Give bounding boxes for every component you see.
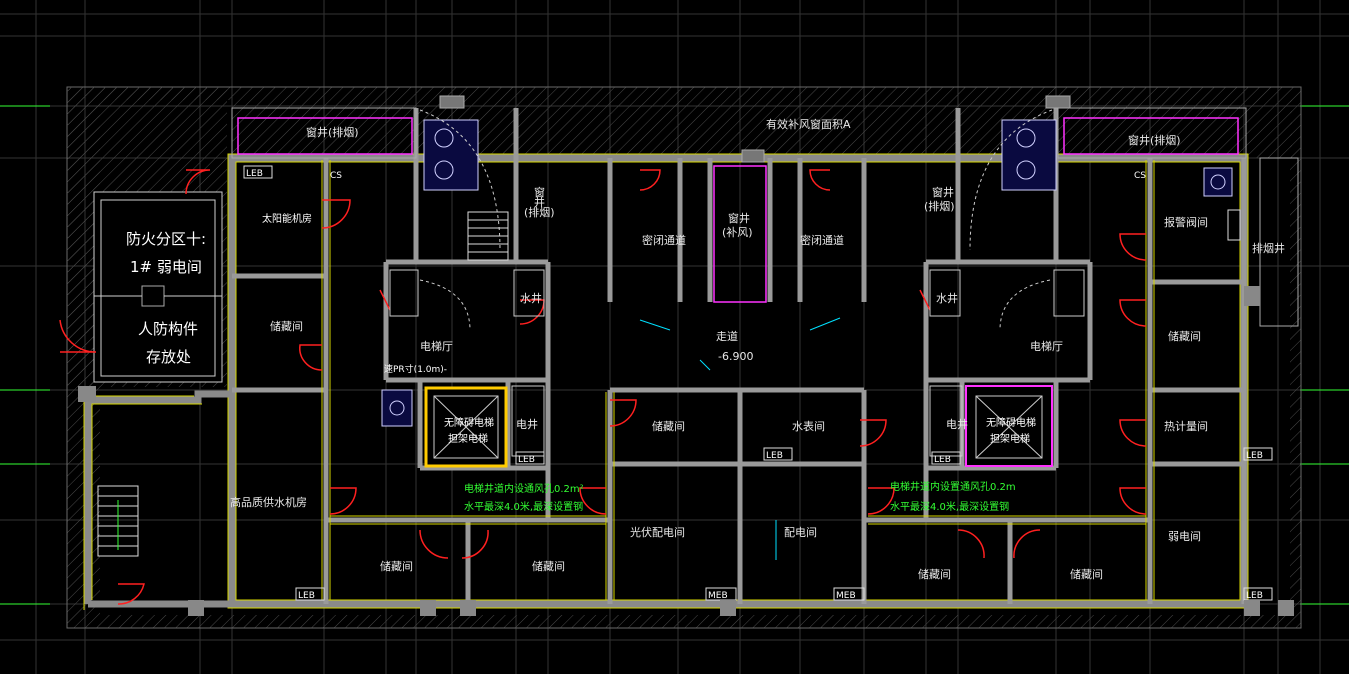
room-storage-center: 储藏间 <box>652 419 685 433</box>
corridor-label: 走道 <box>716 329 738 343</box>
water-well-right: 水井 <box>936 291 958 305</box>
room-heat-meter: 热计量间 <box>1164 420 1208 433</box>
corridor-level: -6.900 <box>718 350 753 363</box>
annotation-left-2: 水平最深4.0米,最深设置钢 <box>464 500 583 513</box>
tag-meb-2: MEB <box>836 591 856 601</box>
room-meter: 水表间 <box>792 419 825 433</box>
tag-leb-1: LEB <box>246 169 263 179</box>
tag-cs-2: CS <box>1134 171 1146 181</box>
room-storage-bl1: 储藏间 <box>380 559 413 573</box>
civil-defense-label-2: 存放处 <box>146 348 191 366</box>
room-storage-bl2: 储藏间 <box>532 559 565 573</box>
room-storage-left: 储藏间 <box>270 319 303 333</box>
room-sealed-passage-right: 密闭通道 <box>800 233 844 247</box>
fan-units <box>381 119 1233 427</box>
water-well-left: 水井 <box>520 291 542 305</box>
tag-leb-5: LEB <box>1246 451 1263 461</box>
lift-left-2: 担架电梯 <box>448 432 488 445</box>
lift-right-1: 无障碍电梯 <box>986 416 1036 429</box>
room-elevator-hall-left: 电梯厅 <box>420 340 453 353</box>
smoke-shaft-left-2: 井 <box>534 195 545 209</box>
room-alarm-valve: 报警阀间 <box>1164 215 1208 229</box>
elec-well-left: 电井 <box>516 417 538 431</box>
fire-zone-label-1: 防火分区十: <box>126 230 206 248</box>
labels: 防火分区十: 1# 弱电间 人防构件 存放处 太阳能机房 储藏间 窗井(排烟) … <box>126 117 1285 601</box>
civil-defense-label-1: 人防构件 <box>138 320 198 338</box>
room-sealed-passage-left: 密闭通道 <box>642 233 686 247</box>
room-pv-dist: 光伏配电间 <box>630 525 685 539</box>
annex-box <box>93 191 223 383</box>
room-solar: 太阳能机房 <box>262 212 312 225</box>
lift-left-1: 无障碍电梯 <box>444 416 494 429</box>
room-exhaust-shaft: 排烟井 <box>1252 241 1285 255</box>
room-storage-br1: 储藏间 <box>918 567 951 581</box>
room-shaft-right: 窗井(排烟) <box>1128 133 1181 147</box>
room-storage-right: 储藏间 <box>1168 329 1201 343</box>
lift-note: 速PR寸(1.0m)- <box>384 363 447 375</box>
smoke-shaft-left-1: 窗 <box>534 185 545 199</box>
tag-meb-1: MEB <box>708 591 728 601</box>
fire-zone-label-2: 1# 弱电间 <box>130 258 202 276</box>
tag-leb-3: LEB <box>766 451 783 461</box>
tag-leb-4: LEB <box>934 455 951 465</box>
supply-shaft-1: 窗井 <box>728 211 750 225</box>
room-pump: 高品质供水机房 <box>230 495 307 509</box>
room-dist: 配电间 <box>784 526 817 539</box>
doors <box>59 169 1147 605</box>
tag-leb-7: LEB <box>1246 591 1263 601</box>
tag-leb-2: LEB <box>518 455 535 465</box>
room-storage-br2: 储藏间 <box>1070 567 1103 581</box>
internal-walls <box>232 108 1247 604</box>
elec-well-right: 电井 <box>946 417 968 431</box>
smoke-shaft-right-1: 窗井 <box>932 185 954 199</box>
room-shaft-left: 窗井(排烟) <box>306 125 359 139</box>
elevators <box>424 385 1053 468</box>
annotation-left-1: 电梯井道内设通风孔0.2m² <box>464 482 584 495</box>
supply-fan-label: 有效补风窗面积A <box>766 117 851 131</box>
room-elevator-hall-right: 电梯厅 <box>1030 340 1063 353</box>
annotation-right-1: 电梯井道内设置通风孔0.2m <box>890 480 1016 493</box>
tag-leb-6: LEB <box>298 591 315 601</box>
supply-shaft-2: (补风) <box>722 226 753 239</box>
annotation-right-2: 水平最深4.0米,最深设置钢 <box>890 500 1009 513</box>
tag-cs-1: CS <box>330 171 342 181</box>
lift-right-2: 担架电梯 <box>990 432 1030 445</box>
room-weak-elec: 弱电间 <box>1168 530 1201 543</box>
smoke-shaft-right-2: (排烟) <box>924 199 955 213</box>
smoke-shaft-left-3: (排烟) <box>524 205 555 219</box>
